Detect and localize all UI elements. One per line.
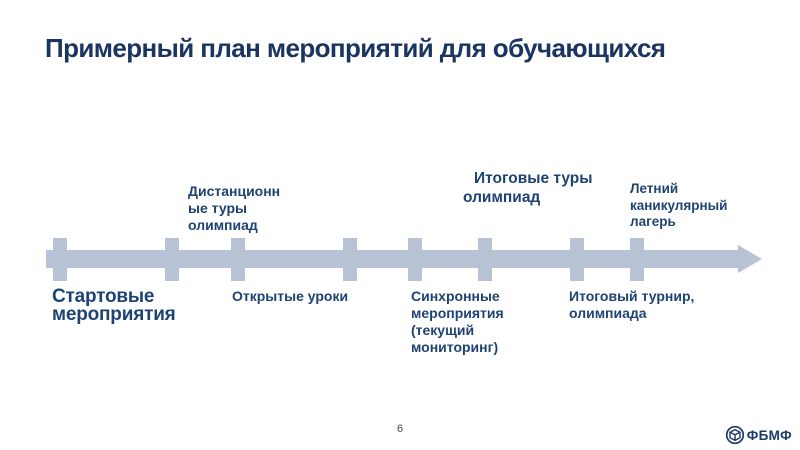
event-label-summer-camp: Летний каникулярный лагерь bbox=[630, 181, 728, 229]
timeline-tick-2 bbox=[165, 238, 179, 281]
fbmf-logo: ФБМФ bbox=[725, 425, 792, 445]
event-label-final-tournament: Итоговый турнир, олимпиада bbox=[569, 288, 695, 321]
timeline-tick-8 bbox=[630, 238, 644, 281]
logo-text: ФБМФ bbox=[746, 427, 792, 443]
timeline-bar bbox=[46, 250, 740, 268]
event-label-open-lessons: Открытые уроки bbox=[232, 288, 349, 304]
timeline-tick-5 bbox=[408, 238, 422, 281]
timeline-tick-7 bbox=[570, 238, 584, 281]
event-label-synchronous-monitoring: Синхронные мероприятия (текущий монитори… bbox=[411, 288, 504, 355]
event-label-distance-olympiad-tours: Дистанционн ые туры олимпиад bbox=[188, 183, 281, 233]
slide-title: Примерный план мероприятий для обучающих… bbox=[45, 33, 666, 63]
event-label-final-olympiad-tours: Итоговые туры олимпиад bbox=[463, 170, 593, 206]
page-number: 6 bbox=[396, 423, 404, 435]
timeline-tick-6 bbox=[478, 238, 492, 281]
timeline-tick-4 bbox=[343, 238, 357, 281]
fbmf-cube-icon bbox=[725, 425, 745, 445]
timeline-tick-3 bbox=[231, 238, 245, 281]
timeline-tick-1 bbox=[53, 238, 67, 281]
timeline-arrowhead-icon bbox=[738, 245, 762, 273]
event-label-starting-events: Стартовые мероприятия bbox=[52, 286, 176, 325]
